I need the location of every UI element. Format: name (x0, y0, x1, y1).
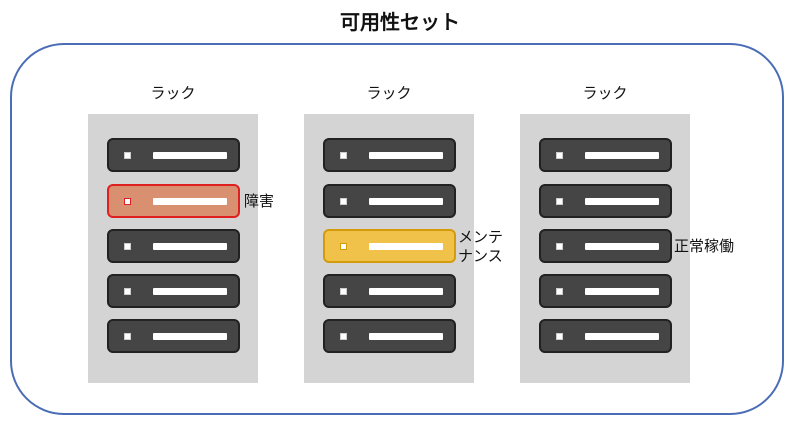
drive-slot-icon (369, 152, 443, 159)
rack-label-2: ラック (366, 84, 412, 102)
maintenance-label-line1: メンテ (458, 228, 504, 246)
rack-1 (88, 114, 258, 383)
led-icon (340, 243, 347, 250)
drive-slot-icon (153, 198, 227, 205)
led-icon (556, 243, 563, 250)
rack-2 (304, 114, 474, 383)
maintenance-label-line2: ナンス (458, 247, 503, 265)
server-unit (323, 274, 456, 308)
led-icon (124, 198, 131, 205)
led-icon (124, 243, 131, 250)
led-icon (124, 152, 131, 159)
server-unit (323, 184, 456, 218)
rack-3 (520, 114, 690, 383)
drive-slot-icon (369, 243, 443, 250)
maintenance-label: メンテ ナンス (458, 228, 503, 266)
server-unit (323, 138, 456, 172)
drive-slot-icon (369, 198, 443, 205)
drive-slot-icon (585, 243, 659, 250)
server-unit (107, 229, 240, 263)
server-unit-failed (107, 184, 240, 218)
server-unit (107, 274, 240, 308)
diagram-title: 可用性セット (340, 10, 460, 34)
led-icon (340, 198, 347, 205)
drive-slot-icon (585, 198, 659, 205)
server-unit (323, 319, 456, 353)
rack-label-3: ラック (582, 84, 628, 102)
drive-slot-icon (585, 152, 659, 159)
availability-set-frame (10, 43, 784, 415)
drive-slot-icon (369, 333, 443, 340)
led-icon (124, 288, 131, 295)
led-icon (556, 333, 563, 340)
led-icon (556, 198, 563, 205)
led-icon (340, 288, 347, 295)
server-unit (107, 319, 240, 353)
led-icon (340, 152, 347, 159)
server-unit (107, 138, 240, 172)
server-unit (539, 138, 672, 172)
led-icon (556, 288, 563, 295)
led-icon (556, 152, 563, 159)
drive-slot-icon (153, 333, 227, 340)
failure-label: 障害 (244, 192, 275, 210)
server-unit (539, 184, 672, 218)
server-unit-maintenance (323, 229, 456, 263)
drive-slot-icon (369, 288, 443, 295)
led-icon (124, 333, 131, 340)
drive-slot-icon (153, 152, 227, 159)
server-unit (539, 319, 672, 353)
normal-label: 正常稼働 (674, 237, 735, 255)
drive-slot-icon (585, 333, 659, 340)
drive-slot-icon (153, 288, 227, 295)
rack-label-1: ラック (150, 84, 196, 102)
server-unit (539, 274, 672, 308)
server-unit (539, 229, 672, 263)
led-icon (340, 333, 347, 340)
drive-slot-icon (153, 243, 227, 250)
drive-slot-icon (585, 288, 659, 295)
